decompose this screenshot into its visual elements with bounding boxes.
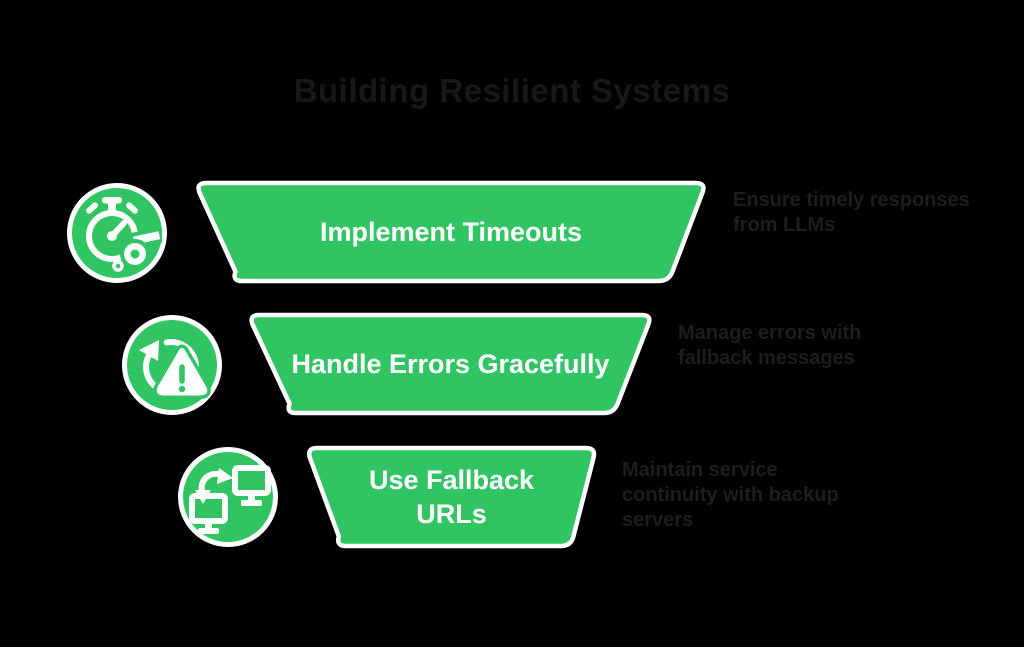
stage-3-description-line: Maintain service bbox=[622, 459, 778, 481]
stage-2-label-line: Handle Errors Gracefully bbox=[291, 349, 610, 379]
funnel-stage-shape-3 bbox=[306, 445, 597, 549]
funnel-stage-shape-1 bbox=[196, 180, 706, 284]
stage-3-description-line: continuity with backup bbox=[622, 484, 839, 506]
retry-warning-icon bbox=[139, 339, 211, 399]
stage-1-icon-badge bbox=[67, 183, 167, 283]
stage-2-icon-badge bbox=[122, 315, 222, 415]
stage-3-label: Use Fallback URLs bbox=[307, 448, 596, 546]
stage-1-description: Ensure timely responses from LLMs bbox=[733, 188, 983, 238]
stage-3-description: Maintain service continuity with backup … bbox=[622, 458, 882, 533]
stage-3-label-line: URLs bbox=[416, 499, 487, 529]
stage-1-description-line: from LLMs bbox=[733, 214, 836, 236]
stage-2-label: Handle Errors Gracefully bbox=[249, 315, 652, 413]
stage-1-label: Implement Timeouts bbox=[196, 183, 706, 281]
funnel-stage-shape-2 bbox=[249, 312, 652, 416]
swap-monitors-icon bbox=[189, 465, 271, 534]
stage-1-label-line: Implement Timeouts bbox=[319, 217, 583, 247]
stage-2-description-line: Manage errors with bbox=[678, 322, 862, 344]
stage-1-description-line: Ensure timely responses bbox=[733, 189, 970, 211]
stage-2-description: Manage errors with fallback messages bbox=[678, 321, 928, 371]
stage-2-description-line: fallback messages bbox=[678, 347, 855, 369]
stage-3-icon-badge bbox=[178, 447, 278, 547]
page-title: Building Resilient Systems bbox=[293, 72, 731, 109]
stage-3-label-line: Use Fallback bbox=[368, 465, 535, 495]
stopwatch-whistle-icon bbox=[86, 197, 162, 272]
stage-3-description-line: servers bbox=[622, 509, 694, 531]
